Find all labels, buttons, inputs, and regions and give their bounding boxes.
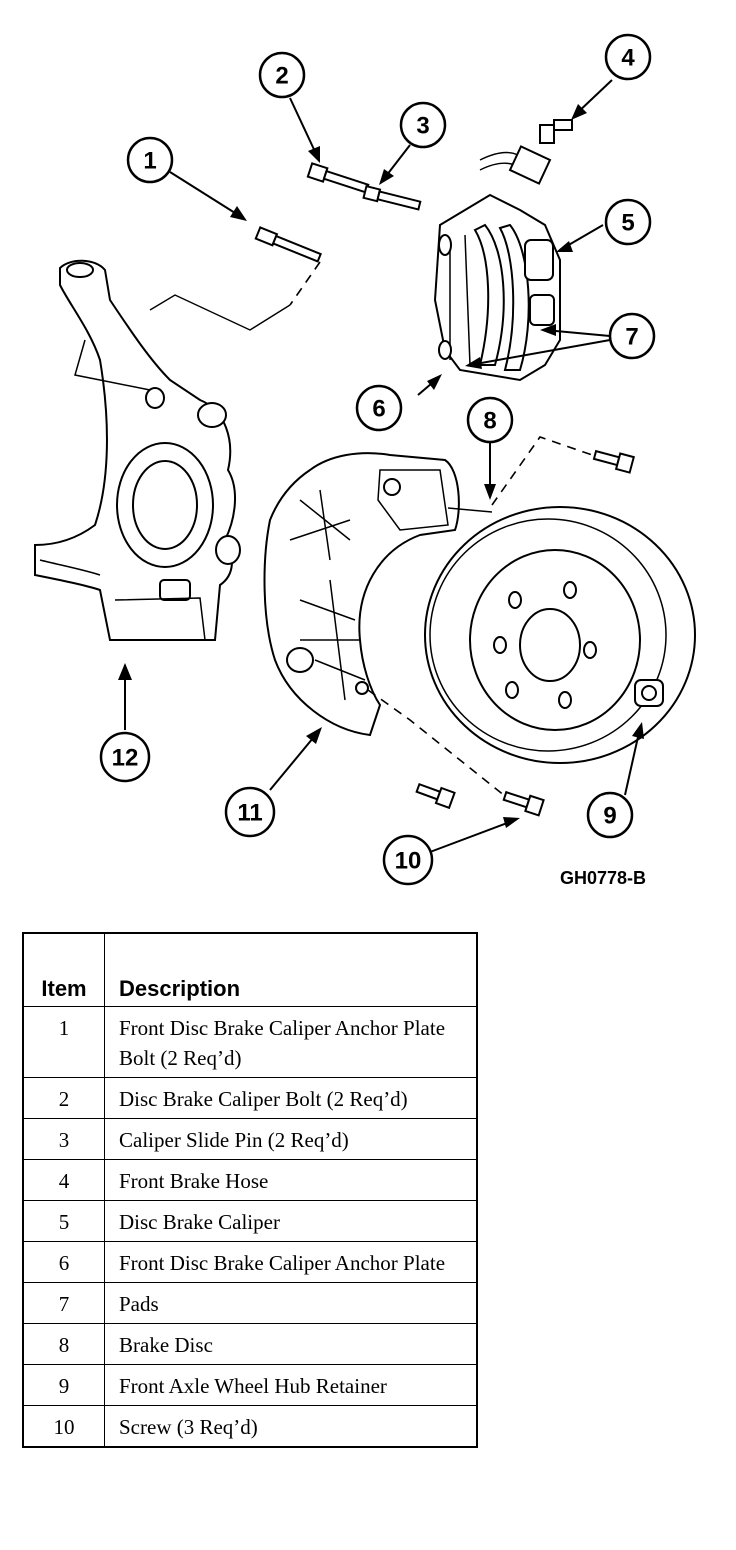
hub-retainer-part [634,679,664,707]
callout-6: 6 [355,384,403,432]
item-number: 5 [22,1200,105,1242]
callout-2: 2 [258,51,306,99]
callout-12: 12 [99,731,151,783]
callout-10-label: 10 [395,848,422,875]
front-brake-hose-part [479,119,573,185]
disc-brake-caliper-part [433,193,561,382]
item-description: Front Disc Brake Caliper Anchor Plate Bo… [104,1006,478,1078]
callout-5: 5 [604,198,652,246]
callout-6-label: 6 [372,396,385,423]
item-column-header: Item [22,932,105,1007]
item-number: 3 [22,1118,105,1160]
callout-10: 10 [382,834,434,886]
item-description: Front Disc Brake Caliper Anchor Plate [104,1241,478,1283]
exploded-brake-diagram: 1 2 3 4 5 6 7 8 9 10 11 12 [34,33,696,886]
callout-5-label: 5 [621,210,634,237]
figure-code: GH0778-B [560,868,647,888]
callout-3: 3 [399,101,447,149]
item-description: Disc Brake Caliper Bolt (2 Req’d) [104,1077,478,1119]
item-description: Screw (3 Req’d) [104,1405,478,1448]
callout-1-label: 1 [143,148,156,175]
callout-7: 7 [608,312,656,360]
callout-11-label: 11 [237,800,262,827]
item-description: Brake Disc [104,1323,478,1365]
callout-8-label: 8 [483,408,496,435]
caliper-bolt-part [306,162,370,194]
callout-4: 4 [604,33,652,81]
callout-4-label: 4 [621,45,635,72]
item-description: Front Brake Hose [104,1159,478,1201]
callout-3-label: 3 [416,113,429,140]
callout-8: 8 [466,396,514,444]
item-number: 2 [22,1077,105,1119]
brake-disc-part [424,506,696,764]
steering-knuckle-part [34,259,241,641]
item-description: Pads [104,1282,478,1324]
item-number: 9 [22,1364,105,1406]
callout-11: 11 [224,786,276,838]
callout-1: 1 [126,136,174,184]
callout-9-label: 9 [603,803,616,830]
callout-12-label: 12 [112,745,139,772]
item-number: 7 [22,1282,105,1324]
callout-7-label: 7 [625,324,638,351]
item-number: 6 [22,1241,105,1283]
item-number: 8 [22,1323,105,1365]
table-header-row: Item Description [22,932,478,1007]
callout-2-label: 2 [275,63,288,90]
item-description: Front Axle Wheel Hub Retainer [104,1364,478,1406]
item-number: 10 [22,1405,105,1448]
caliper-slide-pin-part [362,184,422,211]
description-column-header: Description [104,932,478,1007]
anchor-plate-bolt-part [254,226,322,263]
screw-part [415,449,636,817]
item-number: 1 [22,1006,105,1078]
splash-shield-part [263,452,460,737]
item-description: Disc Brake Caliper [104,1200,478,1242]
item-number: 4 [22,1159,105,1201]
callout-9: 9 [586,791,634,839]
item-description: Caliper Slide Pin (2 Req’d) [104,1118,478,1160]
